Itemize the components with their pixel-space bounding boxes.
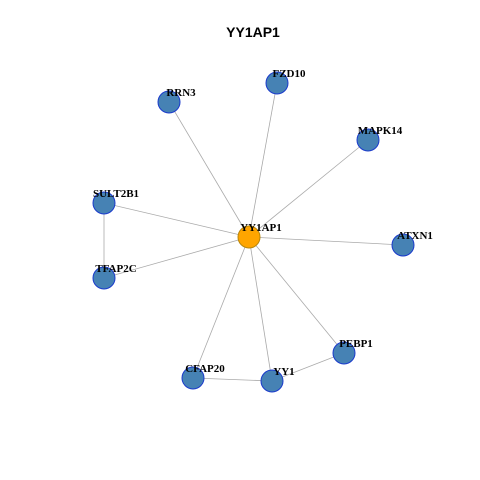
- node-cfap20[interactable]: [181, 366, 205, 390]
- node-label-fzd10: FZD10: [273, 68, 307, 80]
- edge-yy1-pebp1: [271, 352, 345, 382]
- edge-cfap20-yy1: [192, 377, 273, 382]
- edge-yy1ap1-rrn3: [168, 101, 250, 238]
- edge-yy1ap1-yy1: [248, 236, 273, 382]
- edge-yy1ap1-tfap2c: [103, 236, 250, 279]
- node-label-atxn1: ATXN1: [397, 230, 433, 242]
- edges-layer: [103, 82, 404, 382]
- node-label-rrn3: RRN3: [166, 87, 196, 99]
- node-label-sult2b1: SULT2B1: [93, 188, 139, 200]
- node-label-yy1ap1: YY1AP1: [240, 222, 282, 234]
- edge-yy1ap1-fzd10: [248, 82, 278, 238]
- node-label-pebp1: PEBP1: [339, 338, 373, 350]
- node-tfap2c[interactable]: [92, 266, 116, 290]
- node-label-cfap20: CFAP20: [185, 363, 225, 375]
- graph-title: YY1AP1: [226, 24, 280, 40]
- node-label-tfap2c: TFAP2C: [95, 263, 136, 275]
- node-label-yy1: YY1: [273, 366, 294, 378]
- edge-yy1ap1-pebp1: [248, 236, 345, 354]
- node-mapk14[interactable]: [356, 128, 380, 152]
- edge-yy1ap1-atxn1: [248, 236, 404, 246]
- edge-yy1ap1-mapk14: [248, 139, 369, 238]
- node-atxn1[interactable]: [391, 233, 415, 257]
- node-label-mapk14: MAPK14: [358, 125, 403, 137]
- node-yy1ap1[interactable]: [237, 225, 261, 249]
- node-sult2b1[interactable]: [92, 191, 116, 215]
- edge-yy1ap1-cfap20: [192, 236, 250, 379]
- node-yy1[interactable]: [260, 369, 284, 393]
- edge-yy1ap1-sult2b1: [103, 202, 250, 238]
- node-pebp1[interactable]: [332, 341, 356, 365]
- nodes-layer: [92, 71, 415, 393]
- node-rrn3[interactable]: [157, 90, 181, 114]
- node-fzd10[interactable]: [265, 71, 289, 95]
